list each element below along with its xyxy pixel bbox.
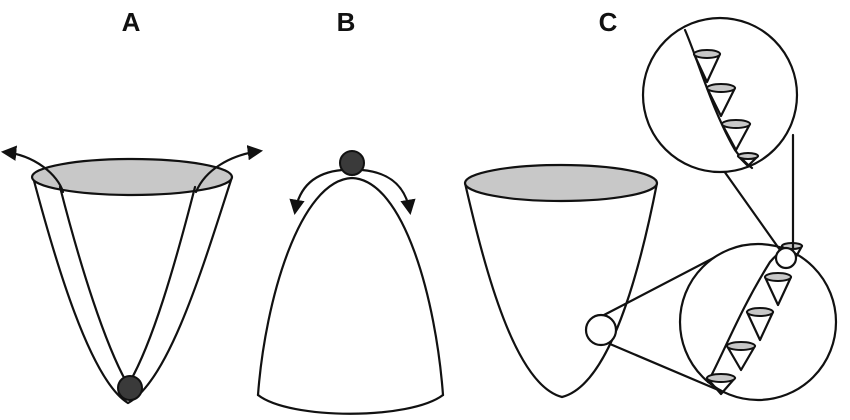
nested-cone	[736, 152, 760, 168]
nested-cone	[763, 272, 793, 307]
panel-c-zoom-line-upper	[602, 251, 725, 317]
nested-cone	[725, 341, 757, 372]
panel-c-upper-nested-cones	[692, 49, 760, 168]
nested-cone	[720, 119, 752, 152]
panel-a-label: A	[122, 7, 141, 37]
panel-c-zoom-circle-lower	[678, 242, 838, 402]
panel-c-bowl-outline	[463, 181, 659, 399]
panel-b-ball	[339, 150, 365, 176]
panel-c-zoom-circle-upper	[641, 16, 799, 174]
panel-c-zoom-origin-circle-nested	[774, 246, 798, 270]
nested-cone	[705, 83, 737, 118]
panel-b-right-arrow	[360, 168, 416, 216]
panel-b-label: B	[337, 7, 356, 37]
nested-cone	[692, 49, 722, 84]
panel-c-zoom-origin-circle	[584, 313, 618, 347]
panel-b: B	[256, 7, 445, 415]
nested-cone	[705, 373, 737, 396]
panel-b-left-arrow	[289, 168, 344, 216]
panel-a: A	[0, 7, 264, 405]
panel-a-rim	[30, 157, 234, 197]
panel-c-zoom-line-lower	[608, 342, 725, 394]
panel-b-hill-outline	[256, 176, 445, 397]
panel-a-ball	[117, 375, 143, 401]
panel-a-bowl-outline	[31, 175, 234, 405]
panel-a-inner-contour	[58, 185, 197, 387]
nested-cone	[745, 307, 775, 342]
panel-c: C	[463, 7, 838, 402]
panel-c-label: C	[599, 7, 618, 37]
panel-a-left-arrow	[0, 145, 65, 194]
panel-a-right-arrow	[194, 145, 264, 194]
panel-c-rim	[463, 163, 659, 203]
panel-b-hill-base	[256, 393, 445, 415]
